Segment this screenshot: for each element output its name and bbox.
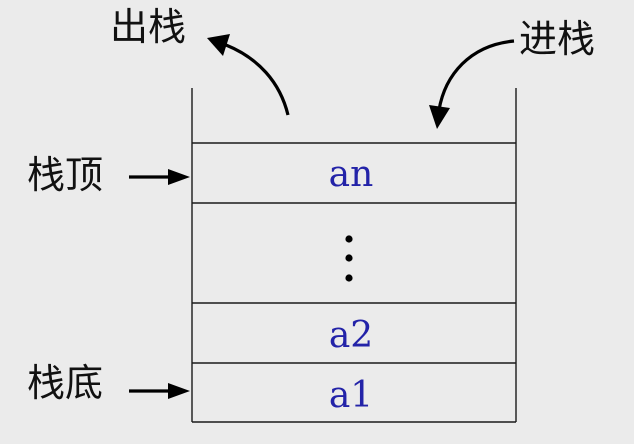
cell-label-a1: a1 [329,375,373,416]
stack-top-pointer [129,169,190,185]
stack-bottom-label: 栈底 [27,361,103,405]
pop-label: 出栈 [110,5,186,49]
push-arrowhead [429,105,450,129]
push-label: 进栈 [519,17,595,61]
vertical-ellipsis [345,235,353,282]
push-arrow [429,39,515,129]
stack-bottom-arrowhead [168,383,190,399]
pop-arrow [207,34,290,116]
cell-label-an: an [329,154,374,195]
ellipsis-dot [345,274,353,282]
pop-arrow-curve [225,43,290,116]
stack-top-label: 栈顶 [27,153,103,197]
stack-top-arrowhead [168,169,190,185]
push-arrow-curve [437,39,515,111]
ellipsis-dot [345,254,353,262]
pop-arrowhead [207,34,230,56]
stack-container [191,88,517,423]
cell-label-a2: a2 [329,315,373,356]
ellipsis-dot [345,235,353,243]
stack-bottom-pointer [129,383,190,399]
